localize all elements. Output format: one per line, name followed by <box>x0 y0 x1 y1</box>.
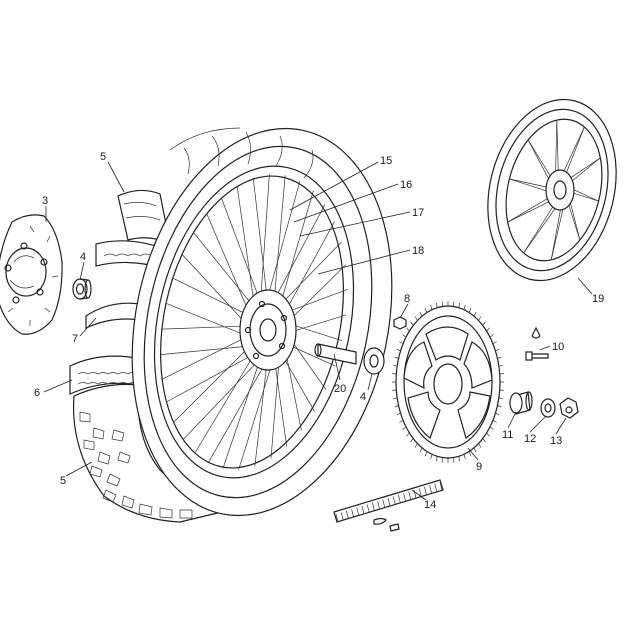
callout-7: 7 <box>72 333 78 345</box>
callout-13: 13 <box>550 435 562 447</box>
washer <box>540 398 556 418</box>
rear-wheel-assembly <box>131 127 393 517</box>
callout-11: 11 <box>502 429 513 441</box>
sprocket-bolt <box>393 316 407 330</box>
alloy-wheel <box>487 98 617 282</box>
callout-labels: 3 4 5 5 6 7 8 4 9 10 11 12 13 14 15 16 1… <box>34 151 604 511</box>
callout-14: 14 <box>424 499 436 511</box>
wheel-spacer-left <box>72 278 92 300</box>
callout-20: 20 <box>334 383 346 395</box>
callout-5-upper: 5 <box>100 151 106 163</box>
callout-5-lower: 5 <box>60 475 66 487</box>
rim-tape <box>85 240 163 329</box>
callout-12: 12 <box>524 433 536 445</box>
callout-17: 17 <box>412 207 424 219</box>
wheel-axle <box>314 343 357 365</box>
callout-19: 19 <box>592 293 604 305</box>
callout-16: 16 <box>400 179 412 191</box>
leader-lines <box>43 161 593 501</box>
callout-3: 3 <box>42 195 48 207</box>
callout-8: 8 <box>404 293 410 305</box>
rear-sprocket <box>392 301 504 463</box>
wheel-spacer-right <box>363 347 385 375</box>
callout-18: 18 <box>412 245 424 257</box>
callout-4-left: 4 <box>80 251 86 263</box>
brake-disc <box>0 214 63 335</box>
callout-10: 10 <box>552 341 564 353</box>
cush-drive <box>509 391 533 415</box>
bolt-10 <box>525 326 549 361</box>
callout-15: 15 <box>380 155 392 167</box>
callout-9: 9 <box>476 461 482 473</box>
drive-chain <box>333 479 444 532</box>
callout-4-right: 4 <box>360 391 366 403</box>
axle-nut <box>559 397 579 419</box>
callout-6: 6 <box>34 387 40 399</box>
